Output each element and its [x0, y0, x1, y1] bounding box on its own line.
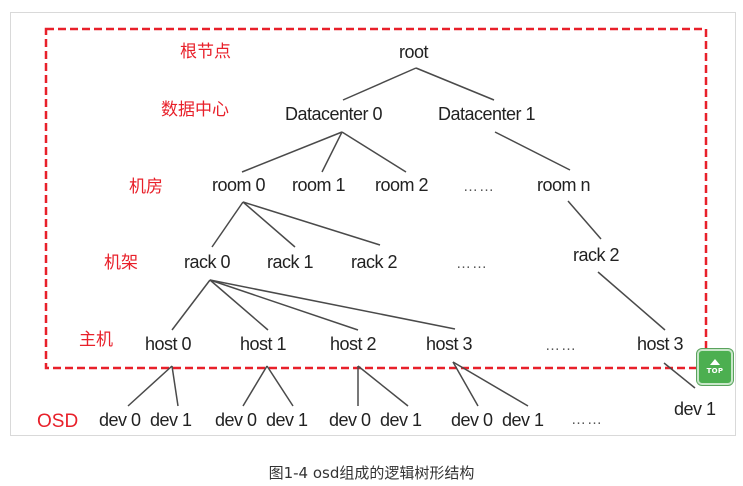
figure-frame: [10, 12, 736, 436]
node-osd-dev: dev 1: [674, 399, 716, 419]
tree-edge-host2-h2dev1: [357, 365, 409, 407]
node-osd-dev: dev 1: [266, 410, 308, 430]
tree-edge-host1-h1dev0: [242, 365, 268, 407]
node-host-2: host 2: [330, 334, 377, 354]
node-osd-dev: dev 1: [150, 410, 192, 430]
node-osd-dev: dev 0: [99, 410, 141, 430]
tree-edge-host1-h1dev1: [266, 365, 294, 407]
tree-edge-room0-rack2a: [242, 201, 381, 246]
tree-edge-dc0-room1: [321, 131, 343, 173]
node-host-0: host 0: [145, 334, 192, 354]
tree-edge-rack0-host0: [171, 279, 211, 331]
level-label-host: 主机: [79, 330, 113, 350]
node-datacenter-1: Datacenter 1: [438, 104, 536, 124]
level-label-rack: 机架: [104, 253, 138, 273]
level-label-datacenter: 数据中心: [161, 100, 229, 120]
tree-edge-host3a-h3dev0: [452, 361, 479, 407]
tree-edge-rack0-host2: [209, 279, 359, 331]
node-room-n: room n: [537, 175, 590, 195]
node-rack-1: rack 1: [267, 252, 314, 272]
tree-edge-dc0-room0: [241, 131, 343, 173]
back-to-top-label: TOP: [706, 367, 724, 375]
node-room-2: room 2: [375, 175, 429, 195]
tree-edge-room0-rack0: [211, 201, 244, 248]
level-label-osd: OSD: [37, 411, 78, 432]
tree-edge-root-dc0: [342, 67, 417, 101]
tree-edge-host3a-h3dev1: [452, 361, 529, 407]
arrow-up-icon: [710, 359, 720, 365]
node-rack-2: rack 2: [351, 252, 398, 272]
tree-edge-dc1-roomn: [494, 131, 571, 171]
node-host-3-rack2: host 3: [637, 334, 684, 354]
node-room-1: room 1: [292, 175, 346, 195]
room-ellipsis: ……: [463, 178, 495, 195]
figure-caption: 图1-4 osd组成的逻辑树形结构: [268, 464, 475, 482]
tree-edge-host0-h0dev1: [171, 365, 179, 407]
node-root: root: [399, 42, 429, 62]
tree-edge-rack0-host3a: [209, 279, 456, 330]
node-datacenter-0: Datacenter 0: [285, 104, 383, 124]
tree-edge-root-dc1: [415, 67, 495, 101]
tree-edge-roomn-rack2b: [567, 200, 602, 240]
tree-edge-room0-rack1: [242, 201, 296, 248]
level-label-room: 机房: [129, 177, 163, 197]
tree-edge-host3b-hndev1: [663, 362, 696, 389]
node-osd-dev: dev 0: [451, 410, 493, 430]
tree-edge-rack2b-host3b: [597, 271, 666, 331]
node-rack-0: rack 0: [184, 252, 231, 272]
bucket-dashed-box: [44, 27, 708, 370]
tree-edges: [127, 67, 696, 407]
osd-ellipsis: ……: [571, 411, 603, 428]
node-osd-dev: dev 0: [215, 410, 257, 430]
level-label-root: 根节点: [180, 42, 231, 62]
tree-edge-dc0-room2: [341, 131, 407, 173]
node-room-0: room 0: [212, 175, 266, 195]
rack-ellipsis: ……: [456, 255, 488, 272]
node-osd-dev: dev 1: [380, 410, 422, 430]
host-ellipsis: ……: [545, 337, 577, 354]
tree-edge-host0-h0dev0: [127, 365, 173, 407]
node-osd-dev: dev 1: [502, 410, 544, 430]
node-host-3: host 3: [426, 334, 473, 354]
back-to-top-button[interactable]: TOP: [697, 349, 733, 385]
node-osd-dev: dev 0: [329, 410, 371, 430]
node-host-1: host 1: [240, 334, 287, 354]
tree-edge-rack0-host1: [209, 279, 269, 331]
node-rack-2-roomn: rack 2: [573, 245, 620, 265]
